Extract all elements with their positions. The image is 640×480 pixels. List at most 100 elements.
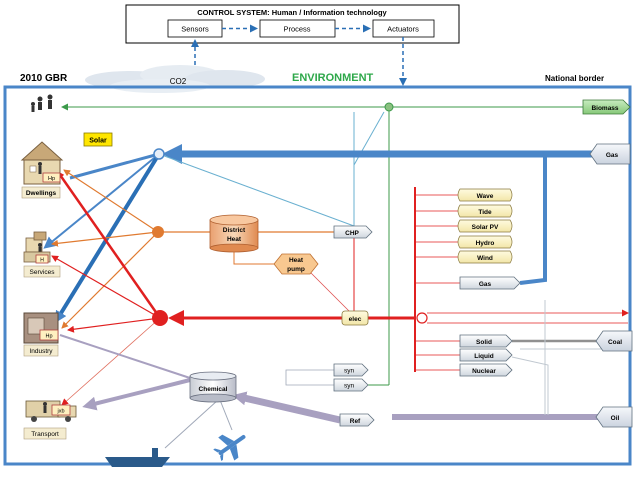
elec-to-transport xyxy=(61,317,161,406)
transport-label-box xyxy=(23,427,67,440)
national-border xyxy=(3,85,632,466)
control-system: CONTROL SYSTEM: Human / Information tech… xyxy=(125,4,460,86)
sensors-label: Sensors xyxy=(181,25,209,34)
elec-to-dwellings xyxy=(56,171,162,319)
year-country-label: 2010 GBR xyxy=(20,73,68,84)
co2-label: CO2 xyxy=(170,77,187,86)
flows xyxy=(43,103,629,449)
industry-heatpump-label: Hp xyxy=(45,334,52,340)
ship-icon xyxy=(105,448,170,467)
hydro-source[interactable]: Hydro xyxy=(457,235,513,249)
gas-inner-label: Gas xyxy=(479,281,492,288)
heat-to-dwellings xyxy=(63,169,159,233)
wave-source[interactable]: Wave xyxy=(457,188,513,202)
chemical-to-aviation xyxy=(219,399,233,431)
chp-node[interactable]: CHP xyxy=(333,225,373,239)
syn-label-1: syn xyxy=(344,368,355,375)
biomass-import-node[interactable]: Biomass xyxy=(582,99,631,115)
industry-label-box xyxy=(23,344,59,357)
nuclear-node[interactable]: Nuclear xyxy=(459,363,513,377)
interconnector-node xyxy=(416,312,428,324)
oil-to-industry-flow xyxy=(59,334,191,379)
environment-label: ENVIRONMENT xyxy=(292,72,374,84)
solid-label: Solid xyxy=(476,339,492,346)
actuators-label: Actuators xyxy=(387,25,419,34)
coal-import-label: Coal xyxy=(608,339,622,346)
syn-label-2: syn xyxy=(344,383,355,390)
wave-label: Wave xyxy=(477,193,494,200)
oil-import-node[interactable]: Oil xyxy=(595,406,633,428)
national-border-label: National border xyxy=(545,74,604,83)
ref-node[interactable]: Ref xyxy=(339,413,375,427)
gas-to-services xyxy=(43,153,160,249)
services-heatpump-label: H xyxy=(40,258,44,264)
industry-sector[interactable]: Hp Industry xyxy=(23,312,59,357)
services-label: Services xyxy=(30,269,56,276)
nuclear-label: Nuclear xyxy=(472,368,496,375)
gas-inner-flow xyxy=(519,154,547,285)
gas-inner-node[interactable]: Gas xyxy=(459,276,521,290)
syn-node-1[interactable]: syn xyxy=(333,363,369,377)
services-sector[interactable]: H Services xyxy=(23,231,61,278)
elec-node[interactable]: elec xyxy=(341,310,369,326)
transport-badge xyxy=(51,404,71,416)
heat-pump-link xyxy=(233,248,274,265)
coal-import-node[interactable]: Coal xyxy=(595,330,633,352)
chemical-node[interactable]: Chemical xyxy=(189,371,237,403)
chp-label: CHP xyxy=(345,230,359,237)
gas-to-chp xyxy=(158,153,355,227)
elec-to-industry xyxy=(67,317,161,333)
transport-sector[interactable]: jxb Transport xyxy=(23,400,77,440)
liquid-node[interactable]: Liquid xyxy=(459,348,513,362)
solar-label: Solar xyxy=(89,138,107,145)
transport-badge-label: jxb xyxy=(56,409,64,415)
heat-pump-node[interactable]: Heat pump xyxy=(273,253,319,275)
dwellings-heatpump-badge xyxy=(42,172,61,183)
biomass-label: Biomass xyxy=(591,105,618,112)
syn-link xyxy=(285,369,340,386)
district-heat-label-1: District xyxy=(223,227,246,234)
gas-import-label: Gas xyxy=(606,152,619,159)
gas-to-dwellings xyxy=(69,152,160,180)
gas-hub-node xyxy=(153,148,165,160)
oil-to-transport-flow xyxy=(82,378,191,411)
hydro-label: Hydro xyxy=(476,240,495,247)
elec-label: elec xyxy=(349,316,362,323)
oil-import-label: Oil xyxy=(611,415,620,422)
heat-pump-label-2: pump xyxy=(287,266,305,273)
process-label: Process xyxy=(283,25,310,34)
district-heat-label-2: Heat xyxy=(227,236,242,243)
biomass-hub-node xyxy=(384,102,394,112)
wind-source[interactable]: Wind xyxy=(457,250,513,264)
solar-pv-source[interactable]: Solar PV xyxy=(457,219,513,233)
renewables: Wave Tide Solar PV Hydro Wind xyxy=(457,188,513,264)
chemical-to-ship xyxy=(164,399,219,449)
heat-to-industry xyxy=(61,231,159,329)
dwellings-label: Dwellings xyxy=(26,190,57,197)
heat-pump-label-1: Heat xyxy=(289,257,304,264)
services-label-box xyxy=(23,265,61,278)
transport-label: Transport xyxy=(31,431,59,438)
solid-node[interactable]: Solid xyxy=(459,334,513,348)
elec-to-services xyxy=(51,255,161,319)
dwellings-label-box xyxy=(21,186,61,199)
chemical-label: Chemical xyxy=(199,386,228,393)
syn-node-2[interactable]: syn xyxy=(333,378,369,392)
industry-label: Industry xyxy=(29,348,53,355)
industry-heatpump-badge xyxy=(39,329,59,341)
tide-source[interactable]: Tide xyxy=(457,204,513,218)
tide-label: Tide xyxy=(478,209,492,216)
gas-to-industry xyxy=(54,152,161,324)
dwellings-heatpump-label: Hp xyxy=(48,176,55,182)
solar-pv-label: Solar PV xyxy=(472,224,499,231)
co2-cloud: CO2 xyxy=(85,65,265,93)
wind-label: Wind xyxy=(477,255,493,262)
district-heat-node[interactable]: District Heat xyxy=(209,214,259,253)
solar-badge xyxy=(83,132,113,147)
elec-hub-node xyxy=(152,310,168,326)
gas-import-node[interactable]: Gas xyxy=(589,143,631,165)
dwellings-sector[interactable]: Solar Hp Dwellings xyxy=(20,132,113,199)
ref-to-chemical-flow xyxy=(232,391,341,424)
ref-label: Ref xyxy=(350,418,361,425)
